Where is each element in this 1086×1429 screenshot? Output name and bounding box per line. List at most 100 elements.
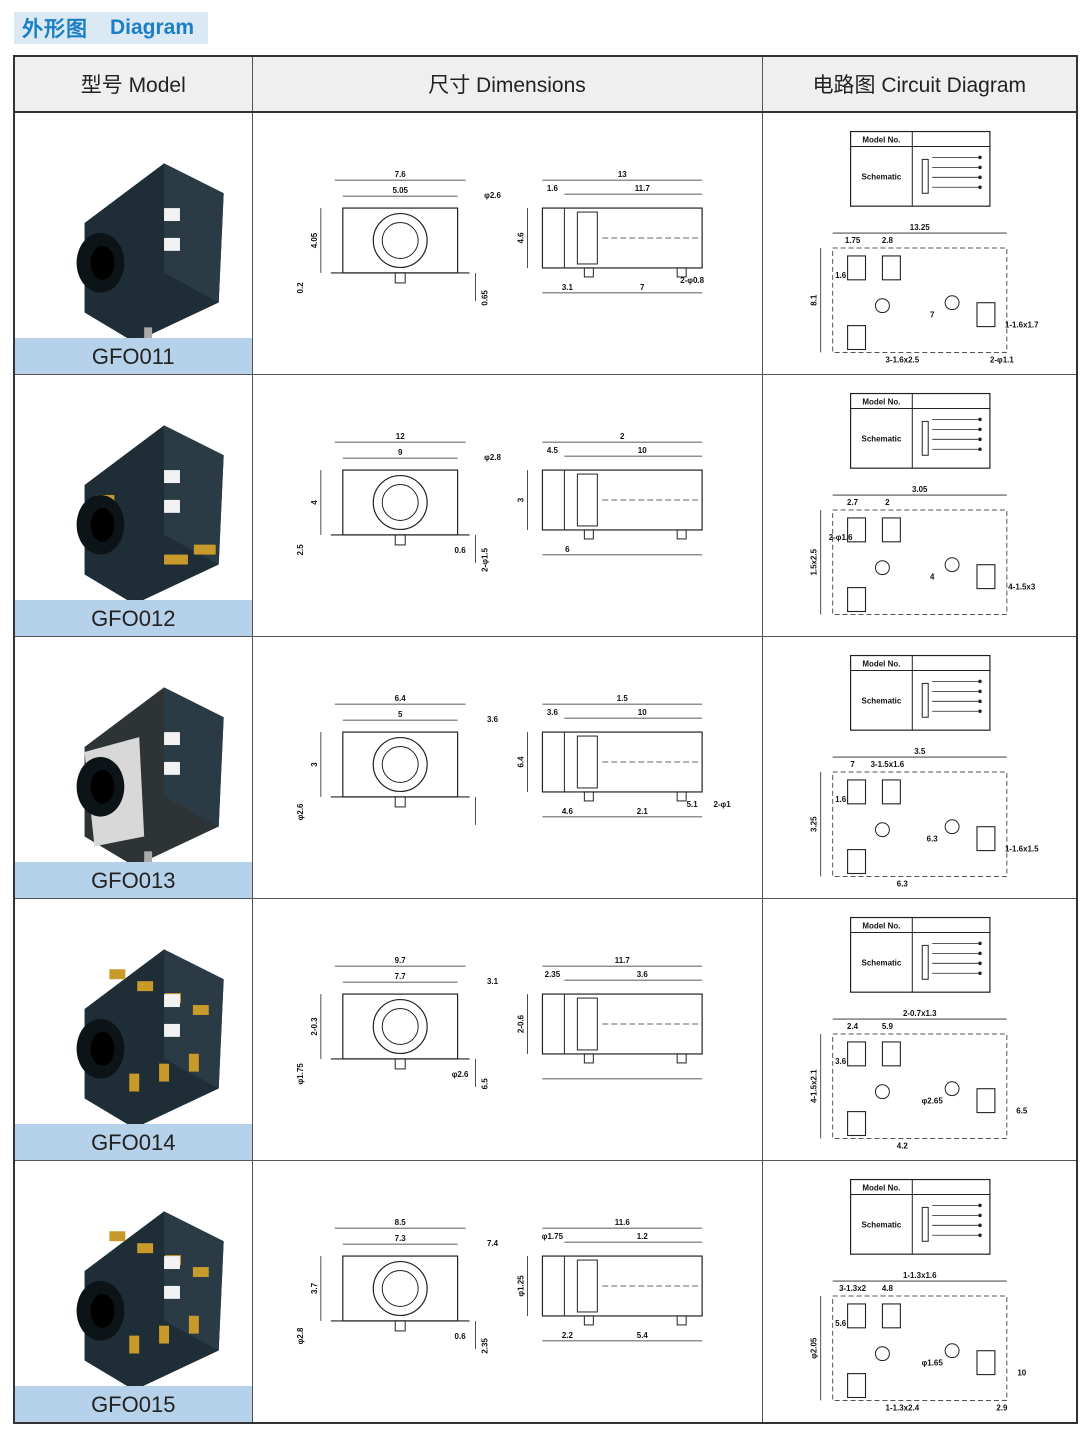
model-name: GFO014 — [15, 1124, 252, 1160]
model-card: GFO014 — [15, 899, 252, 1160]
dimension-label: 2.35 — [480, 1338, 489, 1354]
mount-hole — [874, 298, 890, 314]
terminal — [977, 165, 982, 170]
model-name: GFO012 — [15, 600, 252, 636]
table-header-row: 型号 Model 尺寸 Dimensions 电路图 Circuit Diagr… — [13, 55, 1078, 113]
footprint-label: 2.7 — [847, 498, 859, 507]
schematic-label: Schematic — [861, 696, 901, 705]
product-photo — [15, 375, 252, 605]
footprint-label: 2-φ1.1 — [989, 355, 1013, 364]
dimension-label: φ1.25 — [516, 1275, 525, 1297]
dimension-label: 11.7 — [614, 956, 630, 965]
socket-inner-circle — [381, 746, 419, 783]
dimension-label: 3.6 — [486, 715, 498, 724]
dimension-label: 7.4 — [486, 1239, 498, 1248]
model-card: GFO015 — [15, 1161, 252, 1422]
dimension-label: φ2.8 — [484, 453, 501, 462]
dimension-label: 7.3 — [394, 1234, 406, 1243]
side-outline — [541, 469, 703, 531]
dimension-label: 4.6 — [516, 232, 525, 244]
dimension-label: 1.6 — [546, 184, 558, 193]
model-no-label: Model No. — [862, 659, 900, 668]
dimension-label: 0.2 — [295, 282, 304, 294]
dimension-label: 6.4 — [394, 694, 406, 703]
pin — [394, 1058, 406, 1070]
footprint-label: φ2.05 — [809, 1337, 818, 1359]
dimension-label: 9.7 — [394, 956, 406, 965]
socket-inner-circle — [381, 1270, 419, 1307]
side-outline — [541, 993, 703, 1055]
dimension-label: 5 — [397, 710, 402, 719]
jack-window — [164, 499, 180, 513]
model-cell: GFO011 — [13, 111, 253, 375]
schematic-label: Schematic — [861, 172, 901, 181]
socket-inner-circle — [381, 1008, 419, 1045]
dimension-label: 10 — [637, 708, 646, 717]
mount-hole — [944, 557, 960, 573]
contact — [576, 997, 598, 1051]
footprint-outline — [831, 1295, 1007, 1401]
pin — [394, 272, 406, 284]
section-title-cn: 外形图 — [22, 18, 88, 41]
footprint-label: 1-1.6x1.5 — [1004, 845, 1038, 854]
terminal — [977, 1213, 982, 1218]
column-header-model: 型号 Model — [13, 55, 253, 113]
footprint-label: 2-φ1.6 — [828, 533, 852, 542]
footprint-label: 2.4 — [847, 1022, 859, 1031]
pin — [676, 1315, 687, 1326]
schematic-box — [849, 392, 991, 469]
mount-hole — [944, 819, 960, 835]
product-photo — [15, 113, 252, 353]
column-header-circuit: 电路图 Circuit Diagram — [761, 55, 1078, 113]
dimension-label: 4.6 — [561, 807, 573, 816]
model-card: GFO013 — [15, 637, 252, 898]
solder-pad — [881, 779, 901, 805]
model-cell: GFO014 — [13, 898, 253, 1161]
footprint-label: 2.8 — [881, 236, 893, 245]
terminal — [977, 709, 982, 714]
footprint-label: 3.25 — [809, 816, 818, 832]
footprint-outline — [831, 509, 1007, 615]
terminal — [977, 1233, 982, 1238]
jack-window — [164, 732, 180, 746]
footprint-outline — [831, 771, 1007, 877]
dimension-label: 2-φ1.5 — [480, 547, 489, 571]
jack-window — [164, 1285, 180, 1299]
dimension-label: 2.2 — [561, 1331, 573, 1340]
dimension-label: 7.6 — [394, 170, 406, 179]
solder-pad — [846, 779, 866, 805]
solder-pad — [975, 564, 995, 590]
solder-pad — [846, 587, 866, 613]
front-outline — [341, 731, 458, 798]
pin — [676, 791, 687, 802]
jack-window — [164, 1023, 180, 1037]
socket-inner-circle — [381, 222, 419, 259]
footprint-label: 5.6 — [835, 1319, 847, 1328]
model-cell: GFO012 — [13, 374, 253, 637]
dimension-label: φ2.6 — [484, 191, 501, 200]
solder-pad — [846, 1041, 866, 1067]
footprint-label: 1.75 — [844, 236, 860, 245]
dimension-label: 2-φ1 — [713, 800, 731, 809]
terminal — [977, 427, 982, 432]
dimension-label: 3.6 — [636, 970, 648, 979]
pin — [676, 267, 687, 278]
dimension-label: 6 — [565, 545, 570, 554]
footprint-label: 4.8 — [881, 1284, 893, 1293]
jack-symbol — [921, 682, 929, 718]
footprint-label: 4 — [929, 573, 934, 582]
solder-pad — [881, 1041, 901, 1067]
footprint-label: 3-1.5x1.6 — [870, 760, 904, 769]
dimension-label: 6.4 — [516, 756, 525, 768]
